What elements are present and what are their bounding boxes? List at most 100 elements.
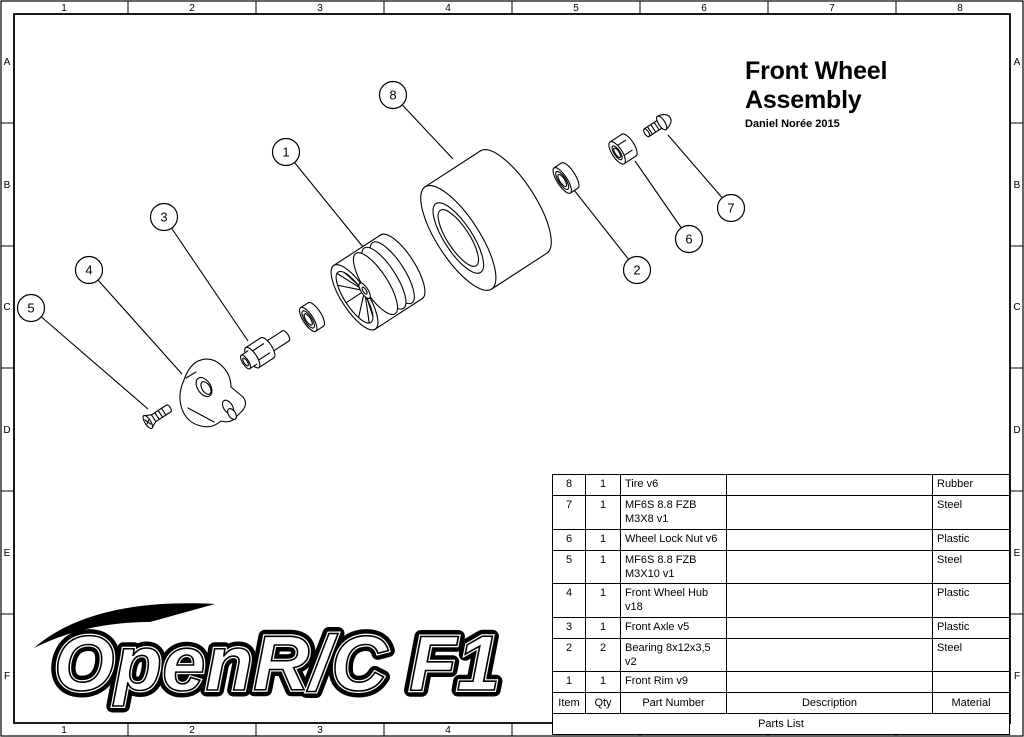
drawing-title-line1: Front Wheel xyxy=(745,57,888,85)
part-screw-m3x8 xyxy=(643,114,672,138)
svg-text:5: 5 xyxy=(27,301,34,316)
cell-part-number: Front Wheel Hub v18 xyxy=(620,583,727,618)
grid-col-bottom-2: 2 xyxy=(189,725,195,736)
balloon-4: 4 xyxy=(74,255,104,285)
cell-description xyxy=(726,583,933,618)
cell-item: 7 xyxy=(552,495,586,530)
header-description: Description xyxy=(726,692,933,715)
cell-part-number: Tire v6 xyxy=(620,474,727,496)
cell-qty: 1 xyxy=(585,495,621,530)
cell-qty: 1 xyxy=(585,549,621,585)
logo-text: OpenR/C F1 xyxy=(54,619,500,707)
grid-row-right-c: C xyxy=(1013,302,1020,313)
svg-text:6: 6 xyxy=(685,232,692,247)
grid-row-right-e: E xyxy=(1014,548,1021,559)
balloon-3: 3 xyxy=(149,202,179,232)
cell-description xyxy=(726,528,933,551)
header-item: Item xyxy=(552,692,586,715)
cell-material: Plastic xyxy=(932,583,1010,618)
parts-list-caption: Parts List xyxy=(552,713,1010,736)
cell-part-number: Front Axle v5 xyxy=(620,616,727,639)
grid-row-right-d: D xyxy=(1013,425,1020,436)
grid-row-right-b: B xyxy=(1014,180,1021,191)
cell-material: Steel xyxy=(932,637,1010,673)
cell-description xyxy=(726,549,933,585)
svg-text:8: 8 xyxy=(389,88,396,103)
parts-caption-row: Parts List xyxy=(552,713,1010,736)
part-bearing-outer xyxy=(552,162,580,194)
header-qty: Qty xyxy=(585,692,621,715)
grid-col-top-7: 7 xyxy=(829,3,835,14)
balloon-7: 7 xyxy=(716,193,746,223)
grid-row-right-a: A xyxy=(1014,57,1021,68)
parts-row: 5 1 MF6S 8.8 FZB M3X10 v1 Steel xyxy=(552,549,1010,585)
cell-description xyxy=(726,671,933,694)
parts-row: 7 1 MF6S 8.8 FZB M3X8 v1 Steel xyxy=(552,495,1010,530)
cell-description xyxy=(726,616,933,639)
grid-row-left-f: F xyxy=(4,671,10,682)
cell-item: 6 xyxy=(552,528,586,551)
balloon-leaders xyxy=(30,94,732,410)
cell-description xyxy=(726,495,933,530)
grid-col-top-1: 1 xyxy=(61,3,67,14)
balloon-2: 2 xyxy=(622,255,652,285)
cell-part-number: MF6S 8.8 FZB M3X10 v1 xyxy=(620,549,727,585)
part-front-wheel-hub xyxy=(179,358,247,428)
cell-part-number: MF6S 8.8 FZB M3X8 v1 xyxy=(620,495,727,530)
cell-part-number: Wheel Lock Nut v6 xyxy=(620,528,727,551)
cell-item: 2 xyxy=(552,637,586,673)
grid-col-top-6: 6 xyxy=(701,3,707,14)
balloon-1: 1 xyxy=(271,137,301,167)
header-material: Material xyxy=(932,692,1010,715)
part-front-rim xyxy=(330,233,426,331)
drawing-author: Daniel Norée 2015 xyxy=(745,117,840,130)
cell-qty: 1 xyxy=(585,583,621,618)
cell-qty: 1 xyxy=(585,616,621,639)
parts-row: 2 2 Bearing 8x12x3,5 v2 Steel xyxy=(552,637,1010,673)
grid-col-top-4: 4 xyxy=(445,3,451,14)
cell-part-number: Bearing 8x12x3,5 v2 xyxy=(620,637,727,673)
title-block: Front Wheel Assembly Daniel Norée 2015 xyxy=(745,57,887,130)
svg-text:2: 2 xyxy=(633,263,640,278)
part-bearing-inner xyxy=(298,301,326,333)
logo-swoosh-icon xyxy=(34,603,215,648)
grid-col-top-2: 2 xyxy=(189,3,195,14)
exploded-view xyxy=(142,114,672,430)
parts-row: 3 1 Front Axle v5 Plastic xyxy=(552,616,1010,639)
parts-row: 4 1 Front Wheel Hub v18 Plastic xyxy=(552,583,1010,618)
balloon-6: 6 xyxy=(674,224,704,254)
grid-col-top-8: 8 xyxy=(957,3,963,14)
grid-labels: 1 2 3 4 5 6 7 8 1 2 3 4 5 6 7 8 A B C D … xyxy=(3,3,1020,736)
grid-col-bottom-1: 1 xyxy=(61,725,67,736)
parts-header-row: Item Qty Part Number Description Materia… xyxy=(552,692,1010,715)
grid-row-left-c: C xyxy=(3,302,10,313)
parts-row: 8 1 Tire v6 Rubber xyxy=(552,474,1010,496)
grid-col-bottom-3: 3 xyxy=(317,725,323,736)
logo-text-fill: OpenR/C F1 xyxy=(54,619,500,707)
cell-material: Plastic xyxy=(932,528,1010,551)
cell-description xyxy=(726,474,933,496)
parts-row: 1 1 Front Rim v9 xyxy=(552,671,1010,694)
grid-col-bottom-4: 4 xyxy=(445,725,451,736)
cell-material xyxy=(932,671,1010,694)
cell-description xyxy=(726,637,933,673)
svg-text:4: 4 xyxy=(85,263,92,278)
grid-col-top-3: 3 xyxy=(317,3,323,14)
grid-row-left-a: A xyxy=(4,57,11,68)
cell-qty: 1 xyxy=(585,474,621,496)
parts-row: 6 1 Wheel Lock Nut v6 Plastic xyxy=(552,528,1010,551)
cell-item: 1 xyxy=(552,671,586,694)
cell-item: 5 xyxy=(552,549,586,585)
logo-text-outline: OpenR/C F1 xyxy=(54,619,500,707)
part-screw-m3x10 xyxy=(142,404,172,430)
part-front-axle xyxy=(239,330,291,370)
svg-text:1: 1 xyxy=(282,145,289,160)
cell-item: 4 xyxy=(552,583,586,618)
grid-row-left-e: E xyxy=(4,548,11,559)
part-tire xyxy=(420,149,552,291)
cell-material: Plastic xyxy=(932,616,1010,639)
grid-row-right-f: F xyxy=(1014,671,1020,682)
